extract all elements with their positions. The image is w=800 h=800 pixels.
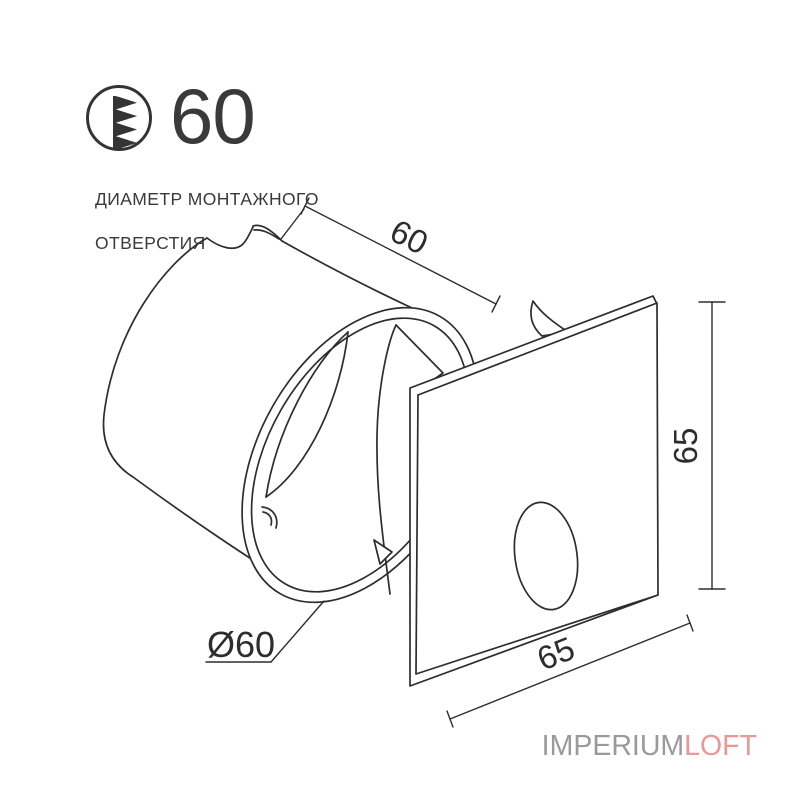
caption-line-2: ОТВЕРСТИЯ: [95, 233, 206, 253]
faceplate: [409, 295, 659, 687]
dimension-diameter-label: Ø60: [207, 624, 275, 665]
light-aperture: [513, 501, 579, 611]
mounting-hole-diameter-value: 60: [170, 72, 256, 160]
caption-line-1: ДИАМЕТР МОНТАЖНОГО: [95, 189, 319, 209]
brand-logo-part1: IMPERIUM: [541, 730, 685, 762]
cylinder-housing: [102, 224, 413, 592]
dimension-depth-label: 60: [384, 212, 434, 262]
dimension-height: [698, 301, 726, 590]
dimension-height-label: 65: [667, 428, 704, 465]
mounting-hole-caption: ДИАМЕТР МОНТАЖНОГО ОТВЕРСТИЯ: [95, 166, 319, 276]
mounting-hole-spec: 60: [86, 72, 256, 160]
brand-logo-part2: LOFT: [684, 730, 757, 762]
cylinder-interior-details: [261, 324, 444, 595]
dimension-depth: [280, 197, 501, 313]
brand-logo: IMPERIUMLOFT: [542, 730, 757, 763]
hole-saw-icon: [86, 85, 152, 151]
hole-saw-teeth: [113, 96, 137, 150]
dimension-width: [446, 614, 694, 728]
dimension-diameter-leader: [205, 600, 325, 663]
